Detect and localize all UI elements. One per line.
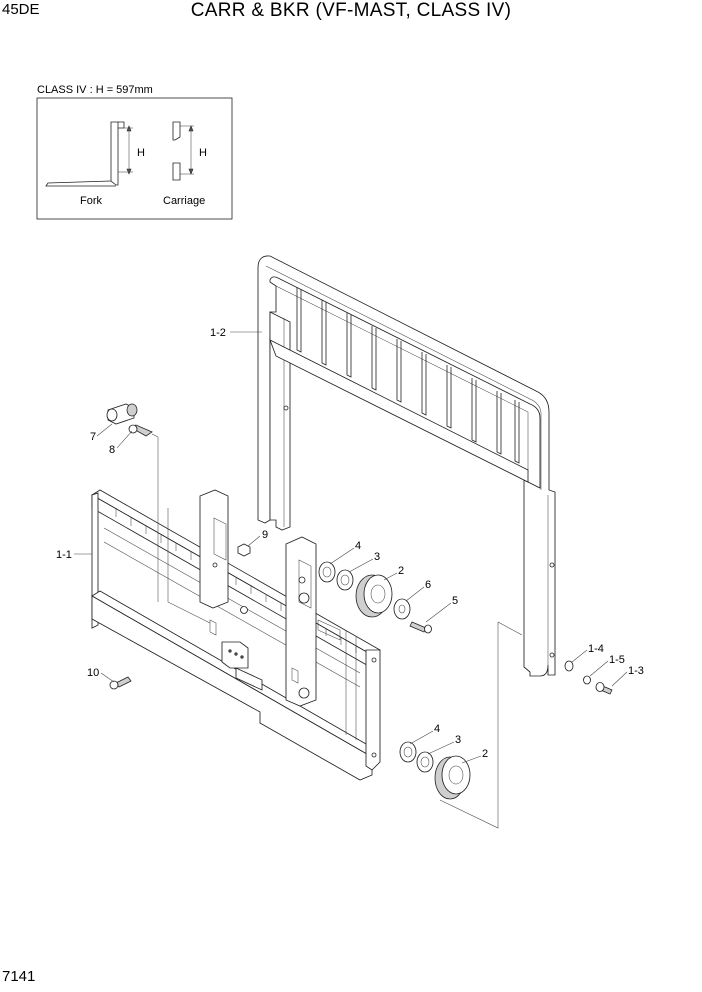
callout-8: 8 [109, 444, 115, 456]
model-code: 45DE [2, 1, 40, 18]
fork-label: Fork [80, 195, 103, 207]
backrest-extension [257, 255, 556, 677]
callout-4-upper: 4 [355, 540, 361, 552]
lower-roller-set [399, 741, 471, 800]
callout-3-upper: 3 [374, 551, 380, 563]
mount-hardware [564, 660, 613, 695]
callout-1-5: 1-5 [609, 654, 625, 666]
fork-dim-label: H [137, 147, 145, 159]
carriage-dim-label: H [199, 147, 207, 159]
fork-sketch: H [45, 121, 145, 187]
page-title: CARR & BKR (VF-MAST, CLASS IV) [190, 0, 512, 21]
callout-labels: 1-2 7 8 9 1-1 4 3 2 6 5 1-4 1-5 1-3 10 4… [56, 327, 644, 764]
callout-1-2: 1-2 [210, 327, 226, 339]
upper-roller-set [318, 561, 432, 634]
callout-9: 9 [262, 529, 268, 541]
callout-5: 5 [452, 595, 458, 607]
callout-2-upper: 2 [398, 565, 404, 577]
callout-1-4: 1-4 [588, 643, 604, 655]
callout-6: 6 [425, 579, 431, 591]
stopper-7 [106, 403, 138, 425]
carriage-sketch: H [172, 121, 207, 181]
callout-1-3: 1-3 [628, 665, 644, 677]
bolt-10 [109, 676, 132, 690]
class-inset: CLASS IV : H = 597mm H H Fork [36, 84, 233, 220]
callout-2-lower: 2 [482, 748, 488, 760]
carriage-label: Carriage [163, 195, 205, 207]
callout-3-lower: 3 [455, 734, 461, 746]
nut-9 [237, 543, 251, 557]
callout-4-lower: 4 [434, 723, 440, 735]
page-number: 7141 [2, 968, 36, 985]
inset-frame [36, 97, 233, 220]
callout-10: 10 [87, 667, 99, 679]
inset-caption: CLASS IV : H = 597mm [37, 84, 153, 96]
carriage-frame [91, 489, 381, 781]
callout-7: 7 [90, 431, 96, 443]
bolt-8 [128, 424, 159, 602]
callout-1-1: 1-1 [56, 549, 72, 561]
